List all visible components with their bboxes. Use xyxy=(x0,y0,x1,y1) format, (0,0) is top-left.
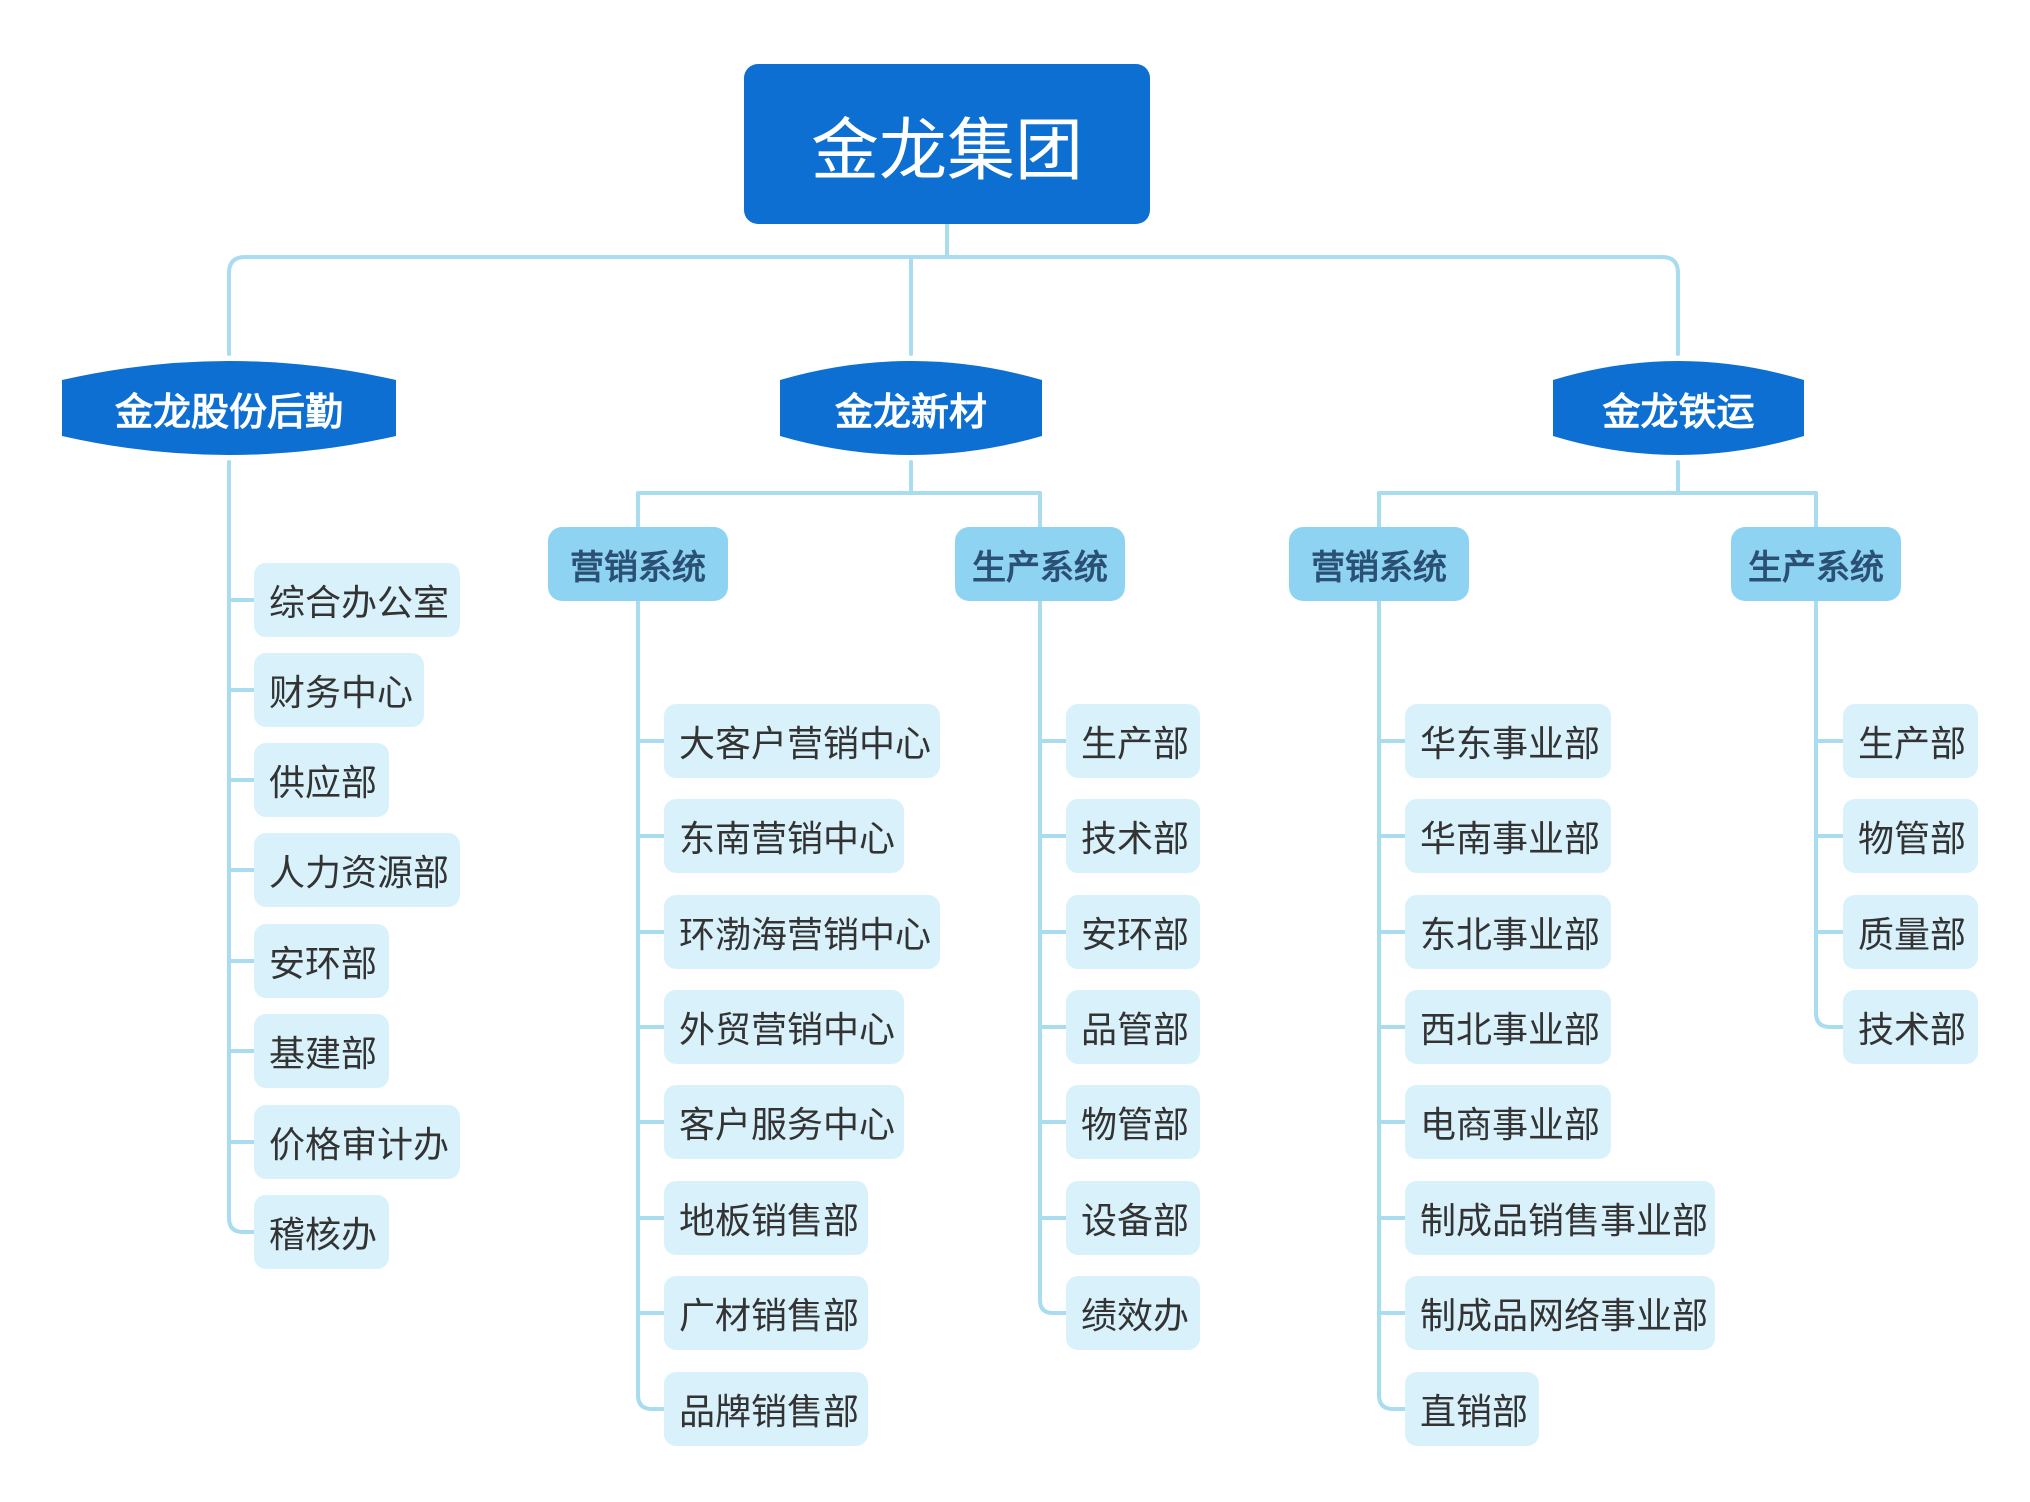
dept-node[interactable]: 综合办公室 xyxy=(254,563,460,637)
dept-node[interactable]: 质量部 xyxy=(1843,895,1978,969)
root-node[interactable]: 金龙集团 xyxy=(744,64,1150,224)
dept-label: 直销部 xyxy=(1420,1392,1529,1433)
dept-label: 制成品销售事业部 xyxy=(1420,1201,1709,1242)
dept-node[interactable]: 安环部 xyxy=(1066,895,1200,969)
xincai-bus xyxy=(636,491,1042,529)
system-label: 营销系统 xyxy=(1311,547,1447,588)
dept-node[interactable]: 设备部 xyxy=(1066,1181,1200,1255)
dept-node[interactable]: 技术部 xyxy=(1843,990,1978,1064)
dept-label: 华南事业部 xyxy=(1420,819,1601,860)
dept-node[interactable]: 华南事业部 xyxy=(1405,799,1611,873)
dept-label: 物管部 xyxy=(1081,1105,1190,1146)
tieyun-bus xyxy=(1377,491,1818,529)
dept-label: 生产部 xyxy=(1081,724,1190,765)
dept-label: 东北事业部 xyxy=(1420,915,1601,956)
dept-node[interactable]: 物管部 xyxy=(1843,799,1978,873)
company-label: 金龙新材 xyxy=(834,389,987,434)
dept-node[interactable]: 品牌销售部 xyxy=(664,1372,868,1446)
dept-node[interactable]: 价格审计办 xyxy=(254,1105,460,1179)
dept-node[interactable]: 电商事业部 xyxy=(1405,1085,1611,1159)
company-shape xyxy=(1553,361,1804,455)
company-node-xincai[interactable]: 金龙新材 xyxy=(780,354,1042,462)
houqin-trunk xyxy=(227,460,256,1234)
dept-node[interactable]: 大客户营销中心 xyxy=(664,704,940,778)
dept-label: 广材销售部 xyxy=(679,1296,860,1337)
dept-node[interactable]: 制成品销售事业部 xyxy=(1405,1181,1715,1255)
dept-label: 绩效办 xyxy=(1081,1296,1190,1337)
dept-node[interactable]: 物管部 xyxy=(1066,1085,1200,1159)
root-bus xyxy=(227,255,1680,356)
dept-node[interactable]: 地板销售部 xyxy=(664,1181,868,1255)
dept-label: 西北事业部 xyxy=(1420,1010,1601,1051)
dept-label: 基建部 xyxy=(269,1034,378,1075)
dept-label: 价格审计办 xyxy=(269,1125,450,1166)
dept-node[interactable]: 人力资源部 xyxy=(254,833,460,907)
dept-node[interactable]: 广材销售部 xyxy=(664,1276,868,1350)
dept-node[interactable]: 品管部 xyxy=(1066,990,1200,1064)
dept-label: 质量部 xyxy=(1858,915,1967,956)
company-shape xyxy=(62,361,396,455)
dept-node[interactable]: 直销部 xyxy=(1405,1372,1539,1446)
dept-node[interactable]: 西北事业部 xyxy=(1405,990,1611,1064)
dept-label: 电商事业部 xyxy=(1420,1105,1601,1146)
dept-node[interactable]: 稽核办 xyxy=(254,1195,389,1269)
system-label: 生产系统 xyxy=(1748,547,1884,588)
dept-node[interactable]: 生产部 xyxy=(1066,704,1200,778)
system-node-tieyun-production[interactable]: 生产系统 xyxy=(1731,527,1901,601)
system-label: 生产系统 xyxy=(972,547,1108,588)
system-node-tieyun-marketing[interactable]: 营销系统 xyxy=(1289,527,1469,601)
dept-label: 综合办公室 xyxy=(269,583,450,624)
dept-node[interactable]: 制成品网络事业部 xyxy=(1405,1276,1715,1350)
company-node-houqin[interactable]: 金龙股份后勤 xyxy=(62,354,396,462)
dept-label: 供应部 xyxy=(269,763,378,804)
dept-node[interactable]: 绩效办 xyxy=(1066,1276,1200,1350)
dept-label: 品管部 xyxy=(1081,1010,1190,1051)
tieyun-production-trunk xyxy=(1814,599,1845,1029)
system-node-xincai-production[interactable]: 生产系统 xyxy=(955,527,1125,601)
company-label: 金龙股份后勤 xyxy=(114,389,343,434)
company-node-tieyun[interactable]: 金龙铁运 xyxy=(1553,354,1804,462)
company-label: 金龙铁运 xyxy=(1602,389,1755,434)
dept-label: 物管部 xyxy=(1858,819,1967,860)
dept-label: 生产部 xyxy=(1858,724,1967,765)
dept-label: 财务中心 xyxy=(269,673,414,714)
dept-label: 环渤海营销中心 xyxy=(679,915,932,956)
system-node-xincai-marketing[interactable]: 营销系统 xyxy=(548,527,728,601)
dept-label: 品牌销售部 xyxy=(679,1392,860,1433)
dept-label: 人力资源部 xyxy=(269,853,450,894)
dept-label: 华东事业部 xyxy=(1420,724,1601,765)
dept-label: 稽核办 xyxy=(269,1215,378,1256)
dept-label: 技术部 xyxy=(1858,1010,1967,1051)
dept-label: 制成品网络事业部 xyxy=(1420,1296,1709,1337)
dept-node[interactable]: 生产部 xyxy=(1843,704,1978,778)
dept-node[interactable]: 华东事业部 xyxy=(1405,704,1611,778)
tieyun-marketing-trunk xyxy=(1377,599,1407,1411)
dept-node[interactable]: 客户服务中心 xyxy=(664,1085,904,1159)
dept-node[interactable]: 安环部 xyxy=(254,924,389,998)
dept-node[interactable]: 财务中心 xyxy=(254,653,424,727)
system-label: 营销系统 xyxy=(570,547,706,588)
xincai-marketing-trunk xyxy=(636,599,666,1411)
dept-label: 安环部 xyxy=(1081,915,1190,956)
dept-node[interactable]: 外贸营销中心 xyxy=(664,990,904,1064)
company-shape xyxy=(780,361,1042,455)
dept-label: 东南营销中心 xyxy=(679,819,896,860)
dept-label: 外贸营销中心 xyxy=(679,1010,896,1051)
xincai-production-trunk xyxy=(1038,599,1068,1315)
dept-node[interactable]: 东北事业部 xyxy=(1405,895,1611,969)
dept-label: 设备部 xyxy=(1081,1201,1190,1242)
dept-node[interactable]: 东南营销中心 xyxy=(664,799,904,873)
dept-node[interactable]: 技术部 xyxy=(1066,799,1200,873)
dept-label: 技术部 xyxy=(1081,819,1190,860)
dept-node[interactable]: 环渤海营销中心 xyxy=(664,895,940,969)
dept-label: 大客户营销中心 xyxy=(679,724,932,765)
dept-label: 客户服务中心 xyxy=(679,1105,896,1146)
dept-label: 地板销售部 xyxy=(679,1201,860,1242)
dept-node[interactable]: 供应部 xyxy=(254,743,389,817)
root-label: 金龙集团 xyxy=(810,111,1083,191)
dept-label: 安环部 xyxy=(269,944,378,985)
dept-node[interactable]: 基建部 xyxy=(254,1014,389,1088)
